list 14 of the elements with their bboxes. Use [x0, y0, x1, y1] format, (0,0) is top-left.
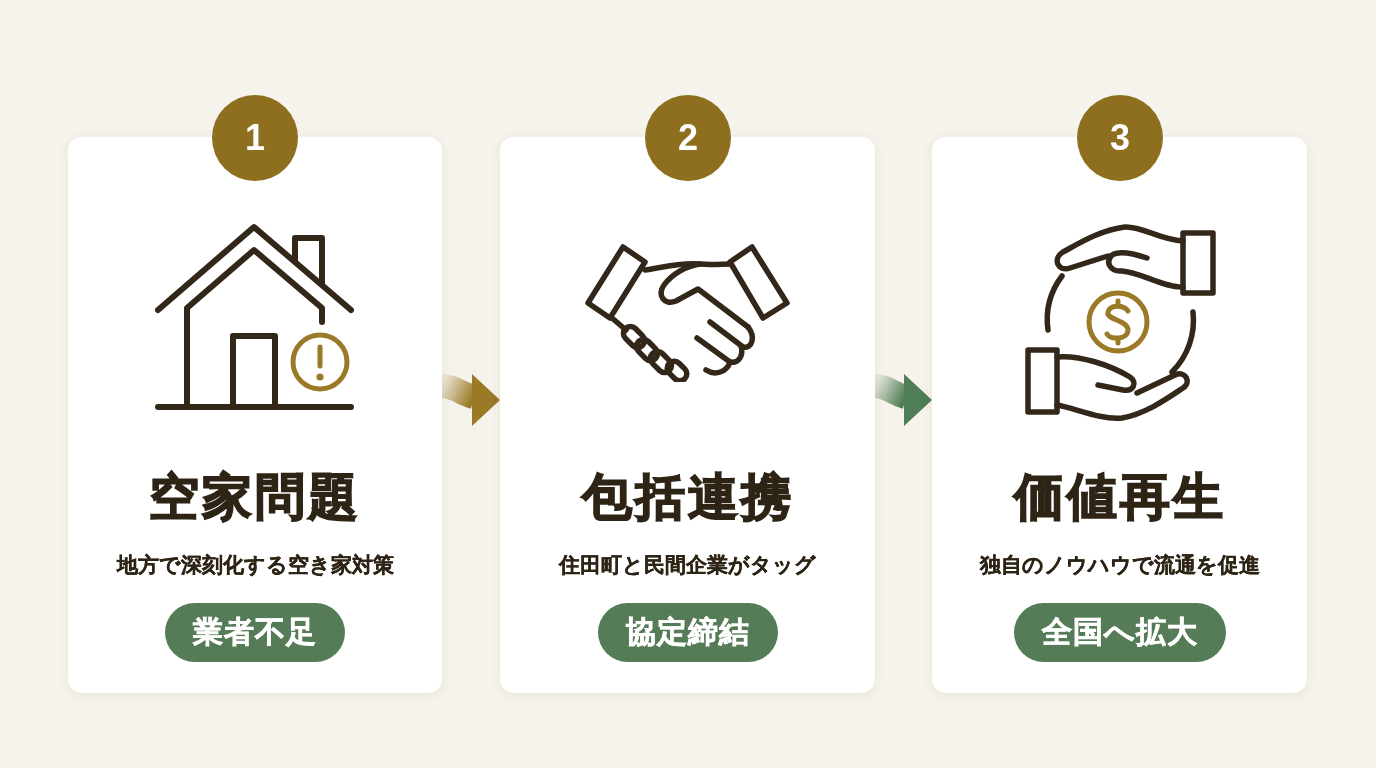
step-title: 包括連携 [581, 467, 794, 527]
arrow [874, 373, 933, 426]
arrow [441, 373, 501, 426]
step-title: 価値再生 [1013, 467, 1226, 527]
step-description: 地方で深刻化する空き家対策 [116, 552, 394, 579]
step-description: 住田町と民間企業がタッグ [559, 552, 816, 579]
tag-pill: 協定締結 [597, 603, 778, 662]
step-description: 独自のノウハウで流通を促進 [979, 552, 1260, 579]
step-number-circle: 1 [212, 95, 298, 181]
tag-pill: 全国へ拡大 [1013, 603, 1226, 662]
step-title: 空家問題 [149, 467, 361, 527]
step-number-circle: 2 [645, 95, 731, 181]
tag-pill: 業者不足 [165, 603, 345, 662]
step-number-circle: 3 [1077, 95, 1163, 181]
